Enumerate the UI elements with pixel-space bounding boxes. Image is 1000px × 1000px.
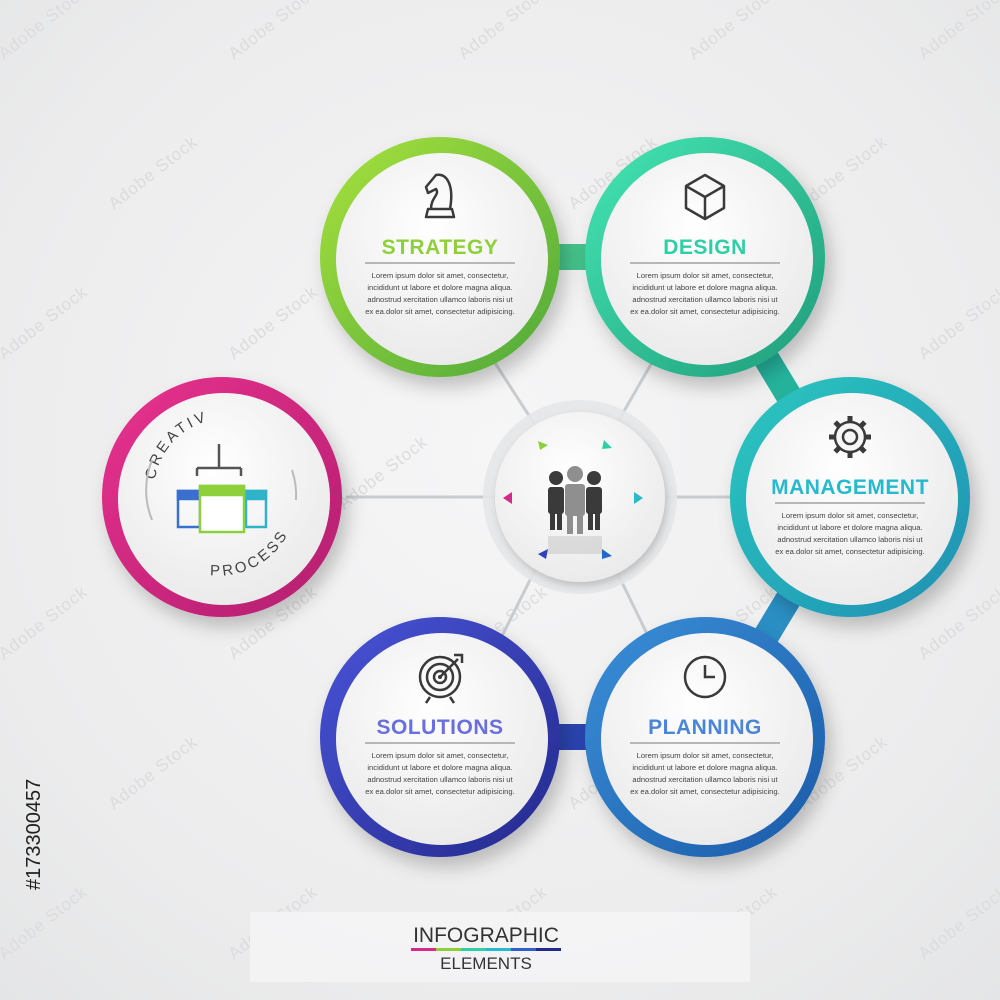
planning-description-line: Lorem ipsum dolor sit amet, consectetur, [637,751,774,760]
watermark-text: Adobe Stock [335,432,431,513]
management-description-line: ex ea.dolor sit amet, consectetur adipis… [775,547,924,556]
footer-banner: INFOGRAPHIC ELEMENTS [250,912,750,982]
planning-description-line: ex ea.dolor sit amet, consectetur adipis… [630,787,779,796]
cube-icon [684,173,726,221]
management-description-line: incididunt ut labore et dolore magna ali… [777,523,922,532]
solutions-plate [336,633,548,845]
management-node: MANAGEMENT Lorem ipsum dolor sit amet, co… [730,377,970,617]
watermark-text: Adobe Stock [225,282,321,363]
footer-stripe-segment [411,948,436,951]
footer-stripe-segment [511,948,536,951]
planning-description-line: incididunt ut labore et dolore magna ali… [632,763,777,772]
design-description-line: ex ea.dolor sit amet, consectetur adipis… [630,307,779,316]
gear-icon [829,416,871,458]
management-description-line: adnostrud xercitation ullamco laboris ni… [777,535,923,544]
strategy-description-line: adnostrud xercitation ullamco laboris ni… [367,295,513,304]
solutions-description-line: incididunt ut labore et dolore magna ali… [367,763,512,772]
strategy-description-line: Lorem ipsum dolor sit amet, consectetur, [372,271,509,280]
strategy-title: STRATEGY [382,236,499,259]
solutions-description-line: Lorem ipsum dolor sit amet, consectetur, [372,751,509,760]
watermark-text: Adobe Stock [455,0,551,63]
solutions-title: SOLUTIONS [376,716,503,739]
strategy-plate [336,153,548,365]
planning-node: PLANNING Lorem ipsum dolor sit amet, cons… [585,617,825,857]
solutions-description-line: adnostrud xercitation ullamco laboris ni… [367,775,513,784]
clock-icon [683,655,727,699]
people-group-icon [548,466,602,554]
footer-stripe-segment [461,948,486,951]
watermark-text: Adobe Stock [0,882,91,963]
planning-title: PLANNING [648,716,762,739]
management-description-line: Lorem ipsum dolor sit amet, consectetur, [782,511,919,520]
planning-description-line: adnostrud xercitation ullamco laboris ni… [632,775,778,784]
footer-title: INFOGRAPHIC [413,924,559,947]
design-description-line: incididunt ut labore et dolore magna ali… [632,283,777,292]
arrow-blue-icon [538,549,548,559]
strategy-description-line: incididunt ut labore et dolore magna ali… [367,283,512,292]
watermark-text: Adobe Stock [105,732,201,813]
arrow-navy-icon [602,549,612,559]
design-title: DESIGN [663,236,747,259]
center-node [483,400,677,594]
footer-color-stripe [411,948,561,951]
design-node: DESIGN Lorem ipsum dolor sit amet, consec… [585,137,825,377]
management-title: MANAGEMENT [771,476,929,499]
strategy-node: STRATEGY Lorem ipsum dolor sit amet, cons… [320,137,560,377]
strategy-description-line: ex ea.dolor sit amet, consectetur adipis… [365,307,514,316]
process-nodes: STRATEGY Lorem ipsum dolor sit amet, cons… [320,137,970,857]
design-description-line: Lorem ipsum dolor sit amet, consectetur, [637,271,774,280]
arrow-teal-icon [602,440,612,449]
watermark-text: Adobe Stock [915,0,1000,63]
footer-subtitle: ELEMENTS [440,954,532,973]
hierarchy-icon [176,444,268,534]
chess-knight-icon [424,173,456,219]
management-plate [746,393,958,605]
spoke-lines [346,351,732,641]
footer-stripe-segment [436,948,461,951]
watermark-text: Adobe Stock [105,132,201,213]
watermark-text: Adobe Stock [915,582,1000,663]
planning-plate [601,633,813,845]
arrow-cyan-icon [634,492,643,504]
target-icon [418,653,464,704]
watermark-text: Adobe Stock [915,282,1000,363]
stock-id-label: #173300457 [23,779,45,890]
watermark-text: Adobe Stock [0,282,91,363]
solutions-description-line: ex ea.dolor sit amet, consectetur adipis… [365,787,514,796]
design-description-line: adnostrud xercitation ullamco laboris ni… [632,295,778,304]
arrow-green-icon [538,441,548,450]
watermark-text: Adobe Stock [0,0,91,63]
arrow-pink-icon [503,492,512,504]
solutions-node: SOLUTIONS Lorem ipsum dolor sit amet, con… [320,617,560,857]
footer-stripe-segment [536,948,561,951]
design-plate [601,153,813,365]
watermark-text: Adobe Stock [685,0,781,63]
watermark-text: Adobe Stock [915,882,1000,963]
watermark-text: Adobe Stock [0,582,91,663]
footer-stripe-segment [486,948,511,951]
watermark-text: Adobe Stock [225,0,321,63]
